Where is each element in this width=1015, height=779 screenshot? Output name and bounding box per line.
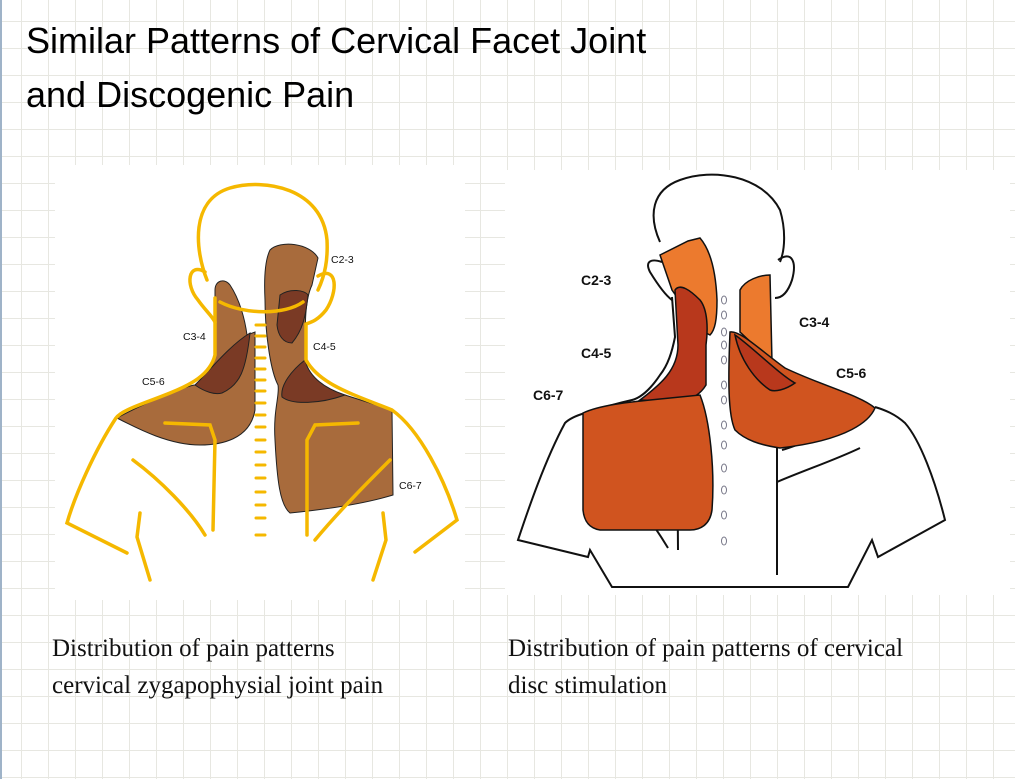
region-c2-3-c6-7 xyxy=(264,243,394,514)
label-c3-4: C3-4 xyxy=(183,331,206,343)
body-outline xyxy=(516,296,947,588)
left-ear xyxy=(188,267,217,324)
right-caption: Distribution of pain patterns of cervica… xyxy=(508,630,903,704)
right-scapula xyxy=(305,421,392,542)
region-overlap-lower xyxy=(281,359,347,403)
facet-joint-pain-diagram: C2-3 C3-4 C4-5 C5-6 C6-7 xyxy=(55,165,465,600)
left-scapula xyxy=(131,421,217,537)
spine-marks xyxy=(721,295,727,546)
region-c3-4 xyxy=(739,274,773,364)
label-c6-7: C6-7 xyxy=(533,387,564,403)
title-line-1: Similar Patterns of Cervical Facet Joint xyxy=(26,20,647,61)
left-ear xyxy=(647,259,673,301)
label-c4-5: C4-5 xyxy=(581,345,612,361)
spine-marks xyxy=(254,323,267,537)
label-c2-3: C2-3 xyxy=(581,272,612,288)
region-overlap-left xyxy=(194,332,251,395)
label-c5-6: C5-6 xyxy=(142,376,165,388)
label-c6-7: C6-7 xyxy=(399,480,422,492)
left-body-outline xyxy=(64,296,217,555)
left-arm-inner xyxy=(135,511,152,582)
region-c6-7 xyxy=(582,394,714,531)
collar-line xyxy=(218,300,305,314)
left-caption-line-1: Distribution of pain patterns xyxy=(52,635,335,662)
head-outline xyxy=(196,182,329,292)
right-caption-line-2: disc stimulation xyxy=(508,672,668,699)
left-caption-line-2: cervical zygapophysial joint pain xyxy=(52,672,384,699)
right-body-outline xyxy=(304,323,460,554)
region-c5-6-overlap xyxy=(733,333,797,392)
label-c5-6: C5-6 xyxy=(836,365,867,381)
slide-title: Similar Patterns of Cervical Facet Joint… xyxy=(26,14,646,122)
region-c4-5 xyxy=(637,286,708,403)
title-line-2: and Discogenic Pain xyxy=(26,74,355,115)
left-caption: Distribution of pain patterns cervical z… xyxy=(52,630,383,704)
head-outline xyxy=(652,173,786,263)
label-c4-5: C4-5 xyxy=(313,341,336,353)
label-c3-4: C3-4 xyxy=(799,314,830,330)
label-c2-3: C2-3 xyxy=(331,254,354,266)
disc-stimulation-diagram: C2-3 C4-5 C6-7 C3-4 C5-6 xyxy=(505,170,1010,595)
right-ear xyxy=(304,271,336,326)
slide-edge xyxy=(0,0,2,779)
right-arm-inner xyxy=(371,511,388,582)
right-caption-line-1: Distribution of pain patterns of cervica… xyxy=(508,635,904,662)
right-ear xyxy=(774,255,795,299)
